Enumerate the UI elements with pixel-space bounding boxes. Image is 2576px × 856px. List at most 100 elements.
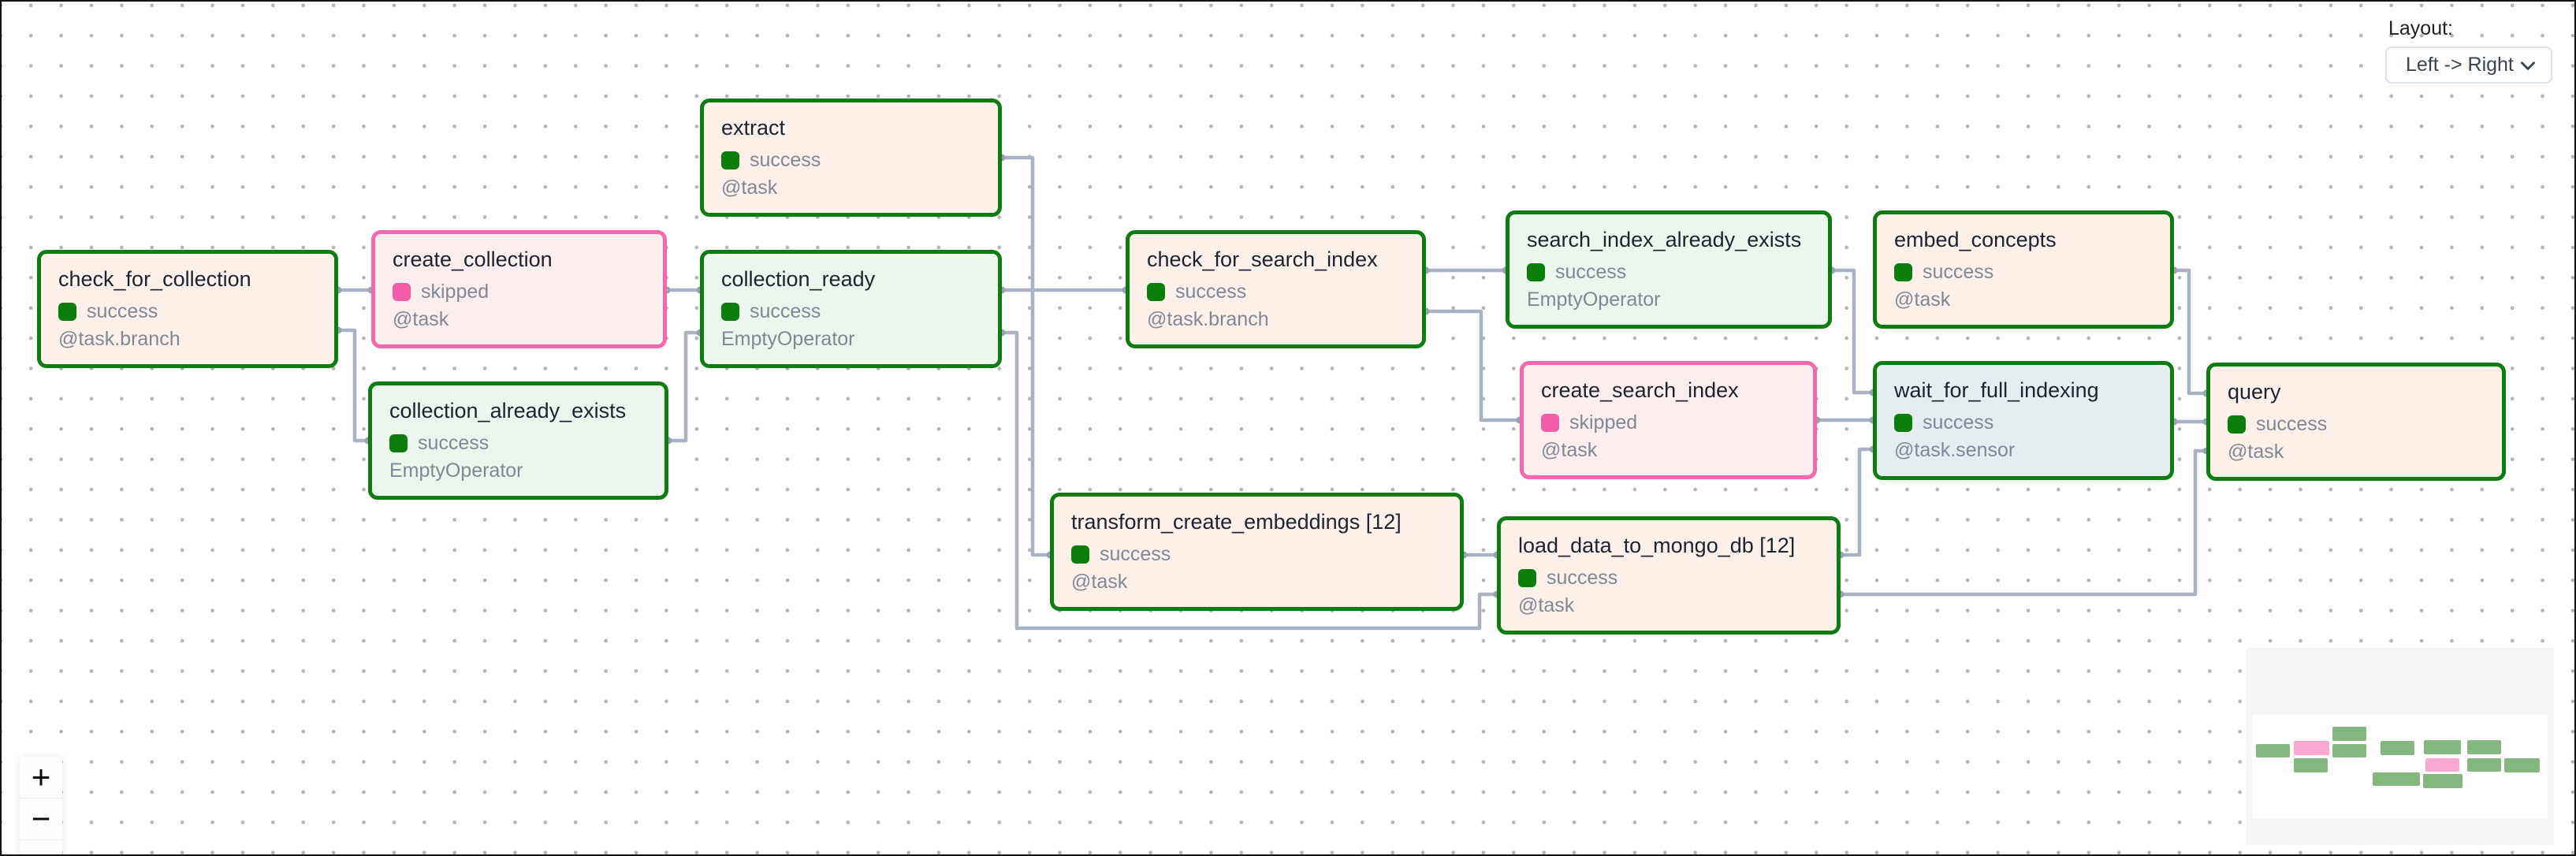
task-status-label: skipped [421, 280, 490, 303]
task-status-row: success [1894, 411, 2153, 434]
task-status-row: success [1527, 261, 1811, 284]
task-node-collection_ready[interactable]: collection_ready success EmptyOperator [700, 250, 1002, 368]
zoom-controls: + − [20, 757, 62, 854]
task-node-create_search_index[interactable]: create_search_index skipped @task [1520, 361, 1817, 479]
task-status-label: success [2256, 412, 2328, 435]
status-square-icon [1894, 413, 1912, 432]
status-square-icon [58, 302, 76, 321]
task-operator-label: EmptyOperator [1527, 288, 1661, 311]
task-operator-label: @task [1541, 438, 1598, 461]
task-operator-label: @task [2228, 440, 2284, 463]
status-square-icon [1527, 262, 1545, 281]
layout-select[interactable]: Left -> Right [2385, 47, 2552, 84]
task-status-row: success [389, 432, 647, 455]
task-operator-label: @task [721, 176, 778, 199]
task-status-label: success [1175, 280, 1247, 303]
status-square-icon [389, 434, 408, 452]
task-node-extract[interactable]: extract success @task [700, 99, 1002, 217]
zoom-out-button[interactable]: − [20, 798, 62, 840]
task-node-check_for_search_index[interactable]: check_for_search_index success @task.bra… [1126, 230, 1426, 348]
task-status-label: success [1100, 542, 1171, 565]
minimap[interactable] [2247, 648, 2554, 845]
task-node-wait_for_full_indexing[interactable]: wait_for_full_indexing success @task.sen… [1873, 361, 2174, 480]
edge-extract-to-transform_create_embeddings [1000, 155, 1052, 557]
status-square-icon [1518, 568, 1536, 587]
layout-label: Layout: [2388, 17, 2454, 39]
task-title: wait_for_full_indexing [1894, 378, 2099, 402]
status-square-icon [393, 282, 411, 301]
task-node-collection_already_exists[interactable]: collection_already_exists success EmptyO… [368, 381, 668, 500]
task-status-row: success [721, 300, 981, 323]
task-status-label: success [1923, 260, 1994, 283]
zoom-in-button[interactable]: + [20, 757, 62, 798]
minimap-node [2423, 774, 2462, 788]
minimap-node [2294, 758, 2328, 772]
task-status-label: success [1555, 260, 1627, 283]
task-node-check_for_collection[interactable]: check_for_collection success @task.branc… [37, 250, 338, 368]
layout-control: Layout: Left -> Right [2385, 17, 2552, 84]
status-square-icon [1147, 282, 1165, 301]
task-status-row: success [58, 300, 317, 323]
task-status-row: success [721, 149, 981, 172]
fit-view-button[interactable] [20, 840, 62, 854]
minimap-node [2504, 758, 2540, 772]
task-operator-label: @task.sensor [1894, 438, 2016, 461]
minimap-node [2256, 744, 2290, 757]
task-status-label: success [87, 300, 158, 322]
minimap-node [2332, 744, 2366, 757]
minimap-node [2424, 740, 2461, 754]
task-status-label: success [418, 431, 490, 454]
task-node-create_collection[interactable]: create_collection skipped @task [371, 230, 667, 348]
task-title: check_for_collection [58, 267, 251, 291]
minimap-node [2467, 758, 2501, 772]
minimap-node [2332, 727, 2366, 741]
task-title: search_index_already_exists [1527, 228, 1802, 251]
task-node-transform_create_embeddings[interactable]: transform_create_embeddings [12] success… [1050, 493, 1464, 611]
task-status-row: success [1518, 567, 1819, 590]
edge-check_for_collection-to-collection_already_exists [336, 328, 370, 443]
task-operator-label: @task.branch [1147, 307, 1269, 330]
edge-load_data_to_mongo_db-to-wait_for_full_indexing [1838, 447, 1875, 557]
task-title: check_for_search_index [1147, 247, 1378, 271]
layout-select-value: Left -> Right [2406, 54, 2514, 76]
task-operator-label: EmptyOperator [389, 459, 523, 482]
edge-embed_concepts-to-query [2172, 268, 2209, 396]
task-status-label: success [750, 300, 821, 322]
edge-collection_already_exists-to-collection_ready [666, 330, 702, 443]
task-node-load_data_to_mongo_db[interactable]: load_data_to_mongo_db [12] success @task [1497, 516, 1841, 635]
task-operator-label: @task [393, 307, 449, 330]
task-operator-label: @task [1894, 288, 1951, 311]
task-title: create_search_index [1541, 378, 1739, 402]
task-status-row: success [2228, 413, 2485, 436]
status-square-icon [1541, 413, 1559, 432]
status-square-icon [2228, 415, 2246, 434]
task-title: collection_ready [721, 267, 876, 291]
task-title: query [2228, 380, 2281, 404]
task-operator-label: EmptyOperator [721, 327, 855, 350]
task-title: transform_create_embeddings [12] [1071, 510, 1402, 534]
task-title: collection_already_exists [389, 399, 627, 422]
task-node-search_index_already_exists[interactable]: search_index_already_exists success Empt… [1506, 210, 1832, 329]
task-status-row: skipped [393, 281, 646, 303]
task-status-row: success [1071, 543, 1442, 566]
edge-check_for_search_index-to-create_search_index [1424, 309, 1522, 422]
minimap-node [2373, 772, 2420, 786]
status-square-icon [1071, 545, 1089, 564]
task-title: embed_concepts [1894, 228, 2057, 251]
edge-collection_ready-to-load_data_to_mongo_db [1000, 330, 1499, 631]
minimap-node [2425, 758, 2459, 772]
task-status-label: success [750, 148, 821, 171]
task-node-query[interactable]: query success @task [2206, 363, 2506, 481]
edge-load_data_to_mongo_db-to-query [1838, 448, 2209, 597]
task-status-row: skipped [1541, 411, 1796, 434]
task-operator-label: @task [1071, 570, 1128, 593]
status-square-icon [721, 151, 739, 169]
task-status-label: skipped [1569, 411, 1638, 434]
task-node-embed_concepts[interactable]: embed_concepts success @task [1873, 210, 2174, 329]
task-status-label: success [1923, 411, 1994, 434]
task-status-row: success [1147, 281, 1405, 303]
task-operator-label: @task [1518, 594, 1575, 616]
task-title: load_data_to_mongo_db [12] [1518, 534, 1796, 557]
chevron-down-icon [2518, 55, 2538, 76]
